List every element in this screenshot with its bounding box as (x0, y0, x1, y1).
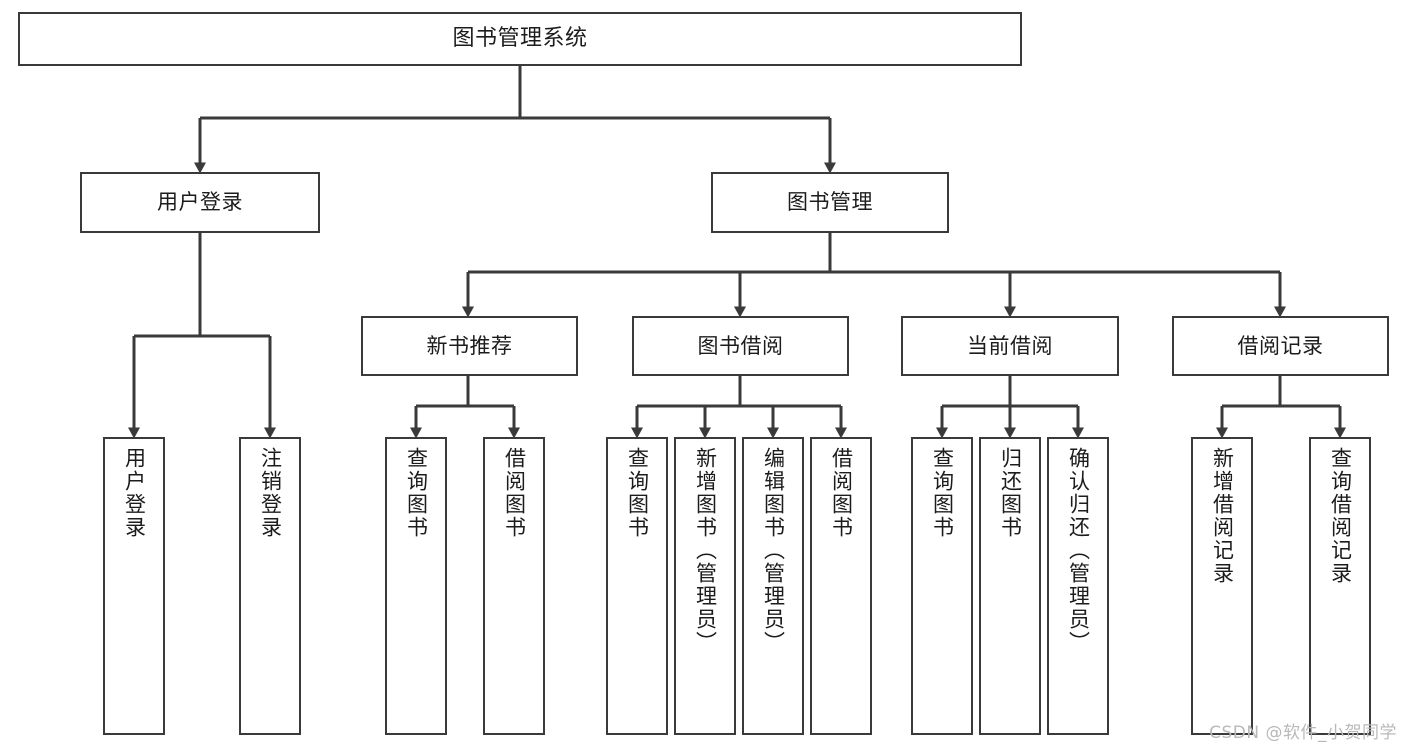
node-label: 新增借阅记录 (1210, 447, 1235, 585)
node-label: 图书借阅 (697, 333, 784, 358)
node-current-borrow[interactable]: 当前借阅 (901, 316, 1119, 376)
leaf-recommend-query-book[interactable]: 查询图书 (385, 437, 447, 735)
node-label: 查询图书 (404, 447, 429, 539)
leaf-borrow-edit-book-admin[interactable]: 编辑图书（管理员） (742, 437, 804, 735)
leaf-borrow-add-book-admin[interactable]: 新增图书（管理员） (674, 437, 736, 735)
leaf-borrow-query-book[interactable]: 查询图书 (606, 437, 668, 735)
node-label: 新书推荐 (426, 333, 513, 358)
node-label: 查询图书 (930, 447, 955, 539)
leaf-user-login-login[interactable]: 用户登录 (103, 437, 165, 735)
node-label: 当前借阅 (967, 333, 1053, 358)
leaf-recommend-borrow-book[interactable]: 借阅图书 (483, 437, 545, 735)
node-label: 查询借阅记录 (1328, 447, 1353, 585)
node-label: 图书管理系统 (452, 26, 588, 52)
node-book-management[interactable]: 图书管理 (711, 172, 949, 233)
node-label: 确认归还（管理员） (1066, 447, 1091, 654)
leaf-record-add-record[interactable]: 新增借阅记录 (1191, 437, 1253, 735)
node-label: 借阅图书 (502, 447, 527, 539)
leaf-current-query-book[interactable]: 查询图书 (911, 437, 973, 735)
leaf-current-return-book[interactable]: 归还图书 (979, 437, 1041, 735)
node-label: 归还图书 (998, 447, 1023, 539)
node-new-book-recommend[interactable]: 新书推荐 (361, 316, 578, 376)
node-label: 编辑图书（管理员） (761, 447, 786, 654)
node-label: 用户登录 (122, 447, 147, 539)
leaf-user-login-logout[interactable]: 注销登录 (239, 437, 301, 735)
leaf-borrow-borrow-book[interactable]: 借阅图书 (810, 437, 872, 735)
node-label: 新增图书（管理员） (693, 447, 718, 654)
node-label: 借阅记录 (1237, 333, 1324, 358)
node-label: 借阅图书 (829, 447, 854, 539)
leaf-current-confirm-return-admin[interactable]: 确认归还（管理员） (1047, 437, 1109, 735)
node-borrow-record[interactable]: 借阅记录 (1172, 316, 1389, 376)
node-label: 查询图书 (625, 447, 650, 539)
node-root-system[interactable]: 图书管理系统 (18, 12, 1022, 66)
node-label: 注销登录 (258, 447, 283, 539)
node-label: 图书管理 (787, 190, 873, 215)
node-book-borrow[interactable]: 图书借阅 (632, 316, 849, 376)
node-label: 用户登录 (157, 190, 243, 215)
leaf-record-query-record[interactable]: 查询借阅记录 (1309, 437, 1371, 735)
node-user-login[interactable]: 用户登录 (80, 172, 320, 233)
